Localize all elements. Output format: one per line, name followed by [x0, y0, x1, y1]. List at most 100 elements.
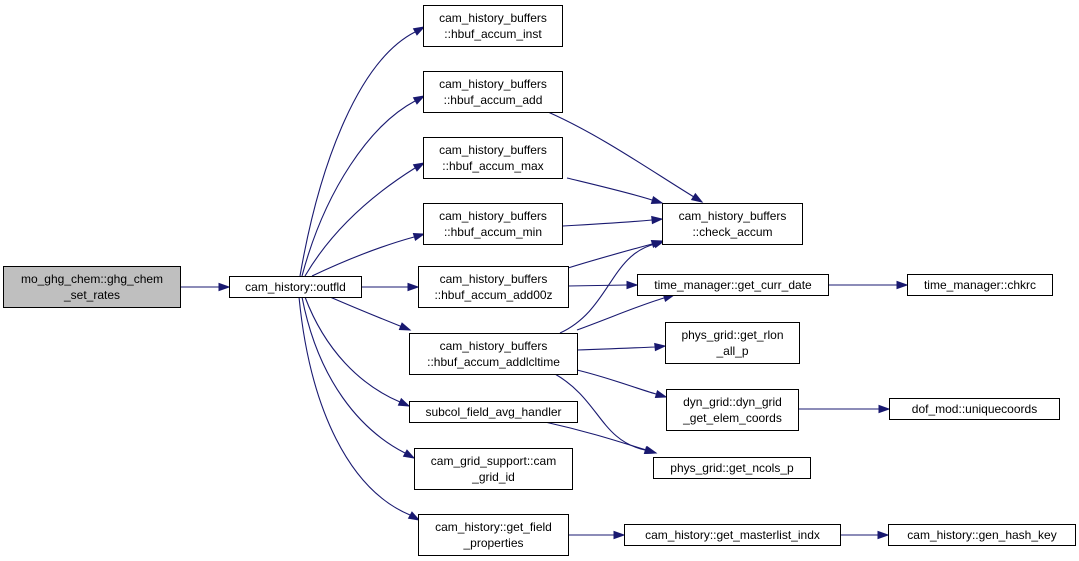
arrowhead-icon: [690, 192, 704, 203]
node-label: cam_history::gen_hash_key: [907, 528, 1056, 542]
node-box: [423, 5, 563, 47]
node-box: [418, 514, 569, 556]
edge-outfld-to-accum_add: [301, 95, 426, 277]
node-get-field[interactable]: cam_history::get_field_properties: [418, 514, 569, 556]
edge-curr_date-to-chkrc: [828, 280, 909, 290]
edge-line: [304, 162, 425, 277]
edge-accum_max-to-check_accum: [566, 177, 664, 205]
arrowhead-icon: [397, 397, 411, 407]
edge-line: [329, 296, 411, 331]
edge-outfld-to-accum_inst: [299, 26, 426, 277]
node-label-line1: mo_ghg_chem::ghg_chem: [21, 272, 163, 286]
arrowhead-icon: [412, 162, 426, 172]
node-label-line1: cam_history::get_field: [435, 520, 552, 534]
node-label-line2: ::check_accum: [692, 225, 772, 239]
arrowhead-icon: [402, 449, 416, 459]
node-box: [666, 389, 799, 431]
node-label-line1: cam_history_buffers: [679, 209, 787, 223]
arrowhead-icon: [896, 280, 909, 290]
edge-line: [566, 177, 663, 204]
edge-elem_coords-to-uniquecoords: [798, 404, 891, 414]
node-accum-inst[interactable]: cam_history_buffers::hbuf_accum_inst: [423, 5, 563, 47]
edge-line: [576, 369, 667, 398]
node-accum-addlcl[interactable]: cam_history_buffers::hbuf_accum_addlclti…: [409, 333, 578, 375]
node-curr-date[interactable]: time_manager::get_curr_date: [637, 274, 829, 296]
edge-accum_add-to-check_accum: [547, 111, 704, 203]
edge-outfld-to-accum_min: [311, 232, 426, 277]
node-label-line1: cam_history_buffers: [440, 272, 548, 286]
edge-outfld-to-grid_id: [301, 296, 416, 459]
node-label: subcol_field_avg_handler: [425, 405, 561, 419]
edge-line: [304, 296, 410, 407]
node-get-rlon[interactable]: phys_grid::get_rlon_all_p: [665, 322, 800, 364]
node-accum-add[interactable]: cam_history_buffers::hbuf_accum_add: [423, 71, 563, 113]
edge-outfld-to-accum_max: [304, 162, 426, 277]
node-uniquecoords[interactable]: dof_mod::uniquecoords: [889, 398, 1060, 420]
node-box: [423, 203, 563, 245]
node-box: [888, 524, 1076, 546]
node-subcol[interactable]: subcol_field_avg_handler: [409, 401, 578, 423]
edge-line: [298, 296, 420, 521]
node-label-line2: _all_p: [715, 344, 748, 358]
edge-accum_add00z-to-curr_date: [567, 280, 639, 290]
edge-accum_addlcl-to-elem_coords: [576, 369, 668, 399]
node-grid-id[interactable]: cam_grid_support::cam_grid_id: [414, 448, 573, 490]
node-accum-max[interactable]: cam_history_buffers::hbuf_accum_max: [423, 137, 563, 179]
arrowhead-icon: [407, 511, 421, 521]
node-label-line1: dyn_grid::dyn_grid: [683, 395, 782, 409]
edge-line: [301, 296, 415, 459]
node-label-line2: ::hbuf_accum_inst: [444, 27, 542, 41]
node-box: [665, 322, 800, 364]
node-box: [653, 457, 811, 479]
node-check-accum[interactable]: cam_history_buffers::check_accum: [662, 203, 803, 245]
arrowhead-icon: [652, 240, 666, 249]
node-label-line2: _get_elem_coords: [682, 411, 782, 425]
edge-masterlist-to-hash_key: [840, 530, 890, 540]
node-box: [624, 524, 841, 546]
node-label: dof_mod::uniquecoords: [912, 402, 1037, 416]
node-box: [423, 71, 563, 113]
arrowhead-icon: [644, 445, 658, 455]
edge-outfld-to-accum_add00z: [361, 282, 420, 292]
edge-line: [576, 294, 675, 331]
node-box: [414, 448, 573, 490]
edge-line: [576, 345, 666, 351]
node-box: [662, 203, 803, 245]
node-box: [907, 274, 1053, 296]
node-label-line1: cam_history_buffers: [440, 339, 548, 353]
node-hash-key[interactable]: cam_history::gen_hash_key: [888, 524, 1076, 546]
edge-accum_addlcl-to-curr_date: [576, 293, 676, 331]
arrowhead-icon: [650, 195, 664, 205]
node-outfld[interactable]: cam_history::outfld: [229, 276, 362, 298]
node-label: cam_history::get_masterlist_indx: [645, 528, 820, 542]
edge-line: [559, 240, 665, 334]
edge-line: [299, 26, 425, 277]
node-label-line1: cam_history_buffers: [439, 143, 547, 157]
node-label-line2: ::hbuf_accum_add: [444, 93, 543, 107]
arrowhead-icon: [654, 389, 668, 399]
arrowhead-icon: [398, 322, 412, 331]
node-box: [409, 401, 578, 423]
node-label: time_manager::chkrc: [924, 278, 1036, 292]
edge-line: [547, 111, 703, 203]
nodes-layer: mo_ghg_chem::ghg_chem_set_ratescam_histo…: [3, 5, 1076, 556]
node-box: [889, 398, 1060, 420]
arrowhead-icon: [407, 282, 420, 292]
node-label-line2: _set_rates: [63, 288, 120, 302]
node-label-line2: _grid_id: [471, 470, 515, 484]
edge-get_field-to-masterlist: [568, 530, 626, 540]
node-label: phys_grid::get_ncols_p: [670, 461, 794, 475]
node-label-line2: ::hbuf_accum_addlcltime: [427, 355, 560, 369]
node-label-line2: ::hbuf_accum_max: [442, 159, 543, 173]
edge-subcol-to-ncols: [544, 421, 658, 455]
node-elem-coords[interactable]: dyn_grid::dyn_grid_get_elem_coords: [666, 389, 799, 431]
node-box: [3, 266, 181, 308]
node-label-line1: phys_grid::get_rlon: [681, 328, 783, 342]
arrowhead-icon: [654, 342, 667, 352]
node-box: [418, 266, 569, 308]
node-accum-min[interactable]: cam_history_buffers::hbuf_accum_min: [423, 203, 563, 245]
node-masterlist[interactable]: cam_history::get_masterlist_indx: [624, 524, 841, 546]
node-ncols[interactable]: phys_grid::get_ncols_p: [653, 457, 811, 479]
node-accum-add00z[interactable]: cam_history_buffers::hbuf_accum_add00z: [418, 266, 569, 308]
node-chkrc[interactable]: time_manager::chkrc: [907, 274, 1053, 296]
